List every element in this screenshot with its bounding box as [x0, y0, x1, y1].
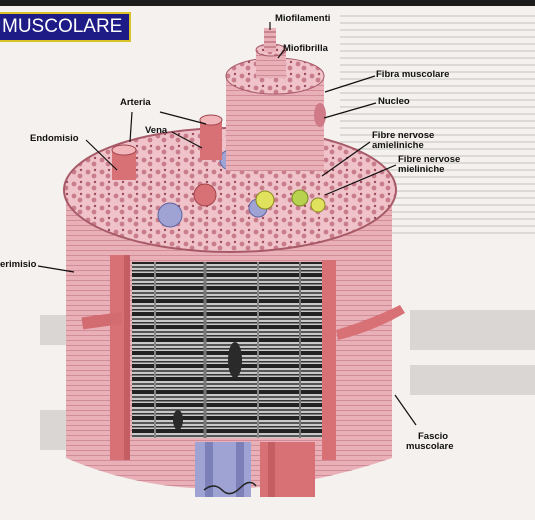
- artist-signature: [203, 481, 257, 495]
- artery-stub-left: [111, 144, 137, 180]
- background-block: [410, 365, 535, 395]
- myofibril-cutaway: [132, 262, 322, 438]
- label-fascio-1: Fascio: [418, 431, 449, 442]
- label-fibre-mieliniche-1: Fibre nervose: [398, 154, 461, 165]
- label-fascio-2: muscolare: [406, 441, 454, 452]
- label-endomisio: Endomisio: [30, 133, 79, 144]
- bottom-vessels: [195, 442, 315, 497]
- label-vena: Vena: [145, 125, 168, 136]
- label-nucleo: Nucleo: [378, 96, 410, 107]
- background-block: [410, 310, 535, 350]
- label-arteria: Arteria: [120, 97, 151, 108]
- label-miofilamenti: Miofilamenti: [275, 13, 331, 24]
- label-miofibrilla: Miofibrilla: [283, 43, 328, 54]
- label-fibre-amieliniche-2: amieliniche: [372, 140, 424, 151]
- artery-stub-back: [199, 114, 223, 160]
- label-perimisio: erimisio: [0, 259, 37, 270]
- leader-lines: [37, 22, 417, 426]
- myofilament-column: [264, 28, 276, 52]
- muscle-fiber-column: [225, 57, 326, 171]
- label-fibre-mieliniche-2: mieliniche: [398, 164, 445, 175]
- background-text: [340, 10, 535, 270]
- top-bar: [0, 0, 535, 6]
- label-fibre-amieliniche-1: Fibre nervose: [372, 130, 435, 141]
- label-fibra-muscolare: Fibra muscolare: [376, 69, 450, 80]
- page-title: MUSCOLARE: [0, 12, 131, 42]
